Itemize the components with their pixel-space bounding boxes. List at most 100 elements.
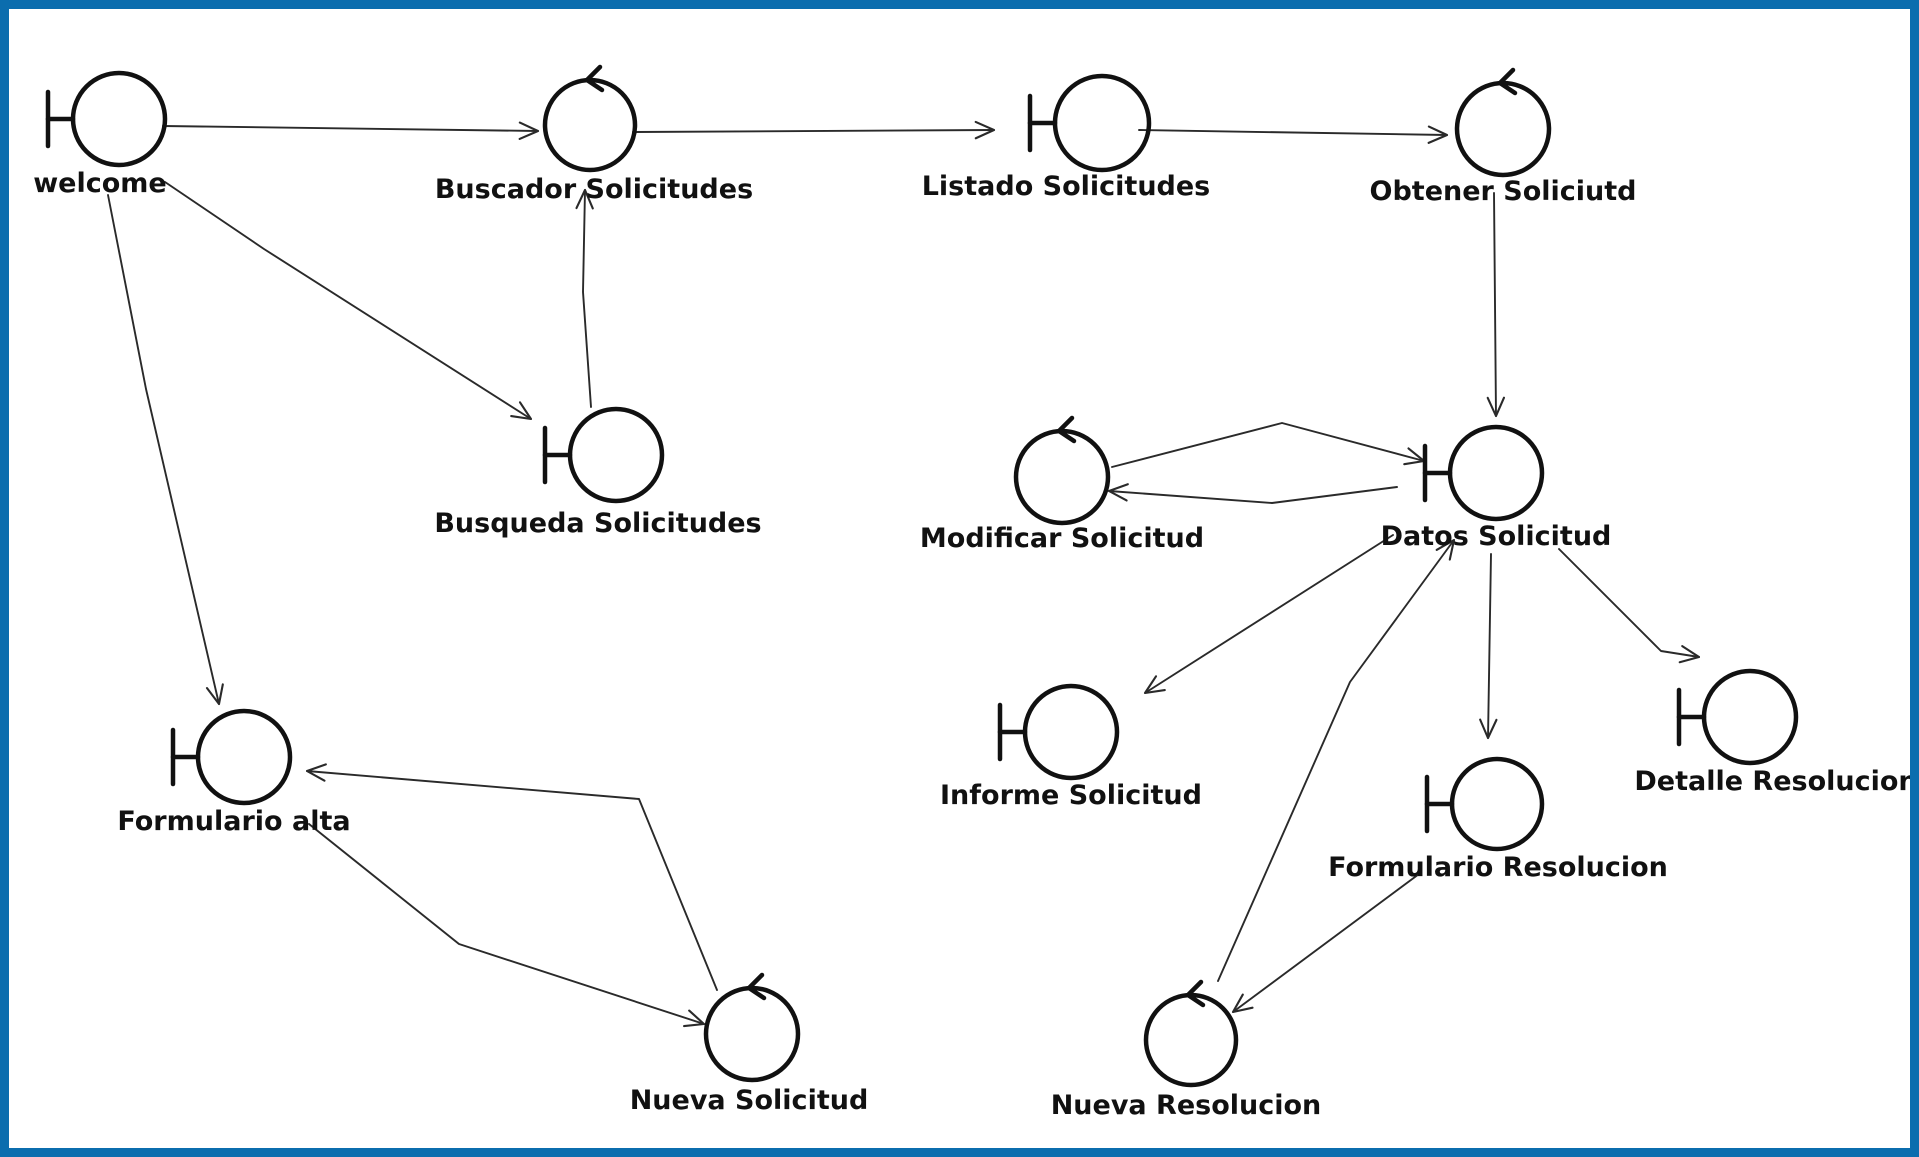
arrowhead-icon [510, 401, 533, 421]
edge-nuevasol-to-formalta [305, 763, 718, 991]
edge-datos-to-modificar [1107, 483, 1398, 504]
edge-line [308, 823, 705, 1025]
arrowhead-icon [1143, 675, 1166, 695]
boundary-icon [997, 683, 1120, 781]
node-circle [1143, 992, 1239, 1088]
control-icon [703, 972, 801, 1083]
edge-listado-to-obtener [1138, 125, 1449, 144]
control-arrow [1056, 415, 1077, 444]
edge-welcome-to-busqueda [164, 181, 533, 421]
control-icon [1013, 415, 1111, 526]
node-label: Detalle Resolucion [1634, 766, 1910, 797]
node-label: Listado Solicitudes [922, 171, 1211, 202]
node-circle [195, 708, 293, 806]
boundary-icon [1424, 756, 1545, 852]
control-icon [1143, 979, 1239, 1088]
edge-nuevares-to-datos [1217, 538, 1456, 982]
node-circle [1052, 73, 1152, 173]
boundary-icon [542, 406, 665, 504]
edge-formres-to-nuevares [1231, 873, 1420, 1014]
node-circle [1447, 424, 1545, 522]
control-arrow [1497, 67, 1518, 96]
edge-welcome-to-formalta [107, 194, 224, 706]
edge-line [1138, 129, 1448, 136]
edge-line [1217, 539, 1455, 982]
edge-line [1487, 553, 1492, 739]
boundary-icon [45, 70, 168, 168]
arrowhead-icon [205, 683, 224, 706]
diagram-canvas: welcome Buscador Solicitudes Listado Solic… [9, 9, 1910, 1148]
edges-layer [107, 120, 1701, 1028]
node-circle [703, 985, 801, 1083]
edge-busqueda-to-buscador [575, 188, 594, 408]
node-label: Nueva Solicitud [630, 1085, 869, 1116]
arrowhead-icon [683, 1009, 706, 1028]
edge-formalta-to-nuevasol [308, 823, 706, 1028]
node-label: Obtener Soliciutd [1370, 176, 1637, 207]
nodes-layer: welcome Buscador Solicitudes Listado Solic… [33, 64, 1910, 1121]
edge-line [1144, 534, 1394, 694]
node-listado: Listado Solicitudes [922, 73, 1211, 202]
boundary-icon [1027, 73, 1152, 173]
edge-line [632, 129, 995, 133]
edge-line [306, 770, 718, 991]
node-label: Buscador Solicitudes [435, 174, 753, 205]
node-obtener: Obtener Soliciutd [1370, 67, 1637, 207]
control-icon [1454, 67, 1552, 178]
node-circle [1449, 756, 1545, 852]
edge-welcome-to-buscador [162, 121, 540, 140]
control-arrow [584, 64, 605, 93]
arrowhead-icon [1427, 125, 1449, 144]
node-circle [1022, 683, 1120, 781]
arrowhead-icon [1231, 993, 1254, 1014]
node-informe: Informe Solicitud [940, 683, 1202, 811]
edge-buscador-to-listado [632, 120, 996, 140]
control-icon [542, 64, 638, 173]
control-arrow [746, 972, 767, 1001]
node-datos: Datos Solicitud [1381, 424, 1612, 552]
node-formres: Formulario Resolucion [1328, 756, 1668, 883]
edge-line [107, 194, 220, 705]
arrowhead-icon [1479, 718, 1498, 740]
arrowhead-icon [1435, 538, 1456, 561]
robustness-diagram: welcome Buscador Solicitudes Listado Solic… [33, 64, 1910, 1121]
node-busqueda: Busqueda Solicitudes [434, 406, 762, 539]
arrowhead-icon [575, 188, 594, 210]
arrowhead-icon [518, 121, 540, 140]
boundary-icon [170, 708, 293, 806]
arrowhead-icon [1678, 645, 1701, 664]
edge-datos-to-detalle [1558, 548, 1701, 664]
edge-line [164, 181, 532, 420]
node-label: Formulario Resolucion [1328, 852, 1668, 883]
node-welcome: welcome [33, 70, 168, 199]
node-circle [70, 70, 168, 168]
edge-modificar-to-datos [1111, 422, 1426, 468]
arrowhead-icon [305, 763, 327, 782]
node-circle [567, 406, 665, 504]
edge-line [1232, 873, 1420, 1013]
node-label: Informe Solicitud [940, 780, 1202, 811]
arrowhead-icon [1486, 396, 1506, 418]
node-nuevasol: Nueva Solicitud [630, 972, 869, 1116]
node-buscador: Buscador Solicitudes [435, 64, 753, 205]
node-label: Nueva Resolucion [1051, 1090, 1322, 1121]
edge-datos-to-informe [1143, 534, 1394, 695]
edge-line [1558, 548, 1700, 658]
node-nuevares: Nueva Resolucion [1051, 979, 1322, 1121]
edge-datos-to-formres [1479, 553, 1498, 740]
node-circle [1701, 668, 1799, 766]
control-arrow [1185, 979, 1206, 1008]
node-circle [542, 77, 638, 173]
node-detalle: Detalle Resolucion [1634, 668, 1910, 797]
edge-line [1493, 192, 1497, 417]
arrowhead-icon [1107, 483, 1129, 502]
node-formalta: Formulario alta [117, 708, 351, 837]
node-label: welcome [33, 168, 167, 199]
boundary-icon [1422, 424, 1545, 522]
node-label: Datos Solicitud [1381, 521, 1612, 552]
edge-line [1111, 422, 1425, 468]
arrowhead-icon [974, 120, 996, 140]
edge-line [582, 189, 592, 408]
edge-line [1108, 486, 1398, 504]
edge-obtener-to-datos [1486, 192, 1506, 418]
